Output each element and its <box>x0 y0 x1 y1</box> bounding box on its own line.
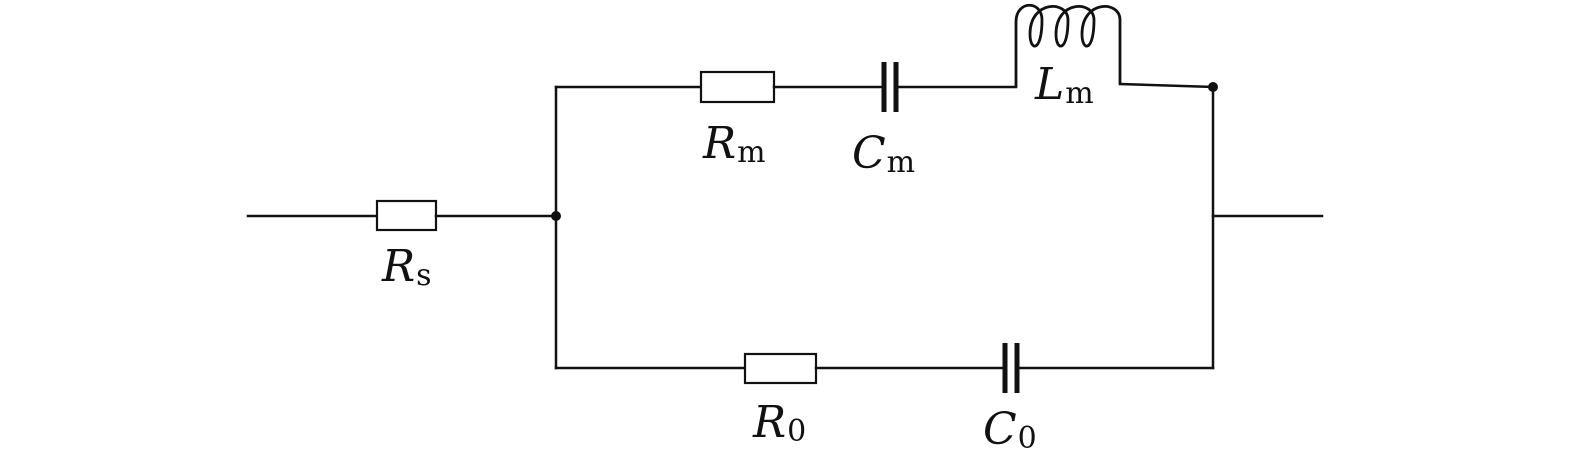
label-c0: C0 <box>983 404 1037 456</box>
resistor-r0 <box>743 352 818 385</box>
upper-branch-wire-4 <box>1118 82 1215 89</box>
resistor-rs <box>375 199 438 232</box>
label-rs: Rs <box>381 241 432 293</box>
label-rm: Rm <box>702 118 766 170</box>
inductor-lm <box>1014 3 1122 87</box>
resistor-rm <box>699 70 776 104</box>
label-r0: R0 <box>752 397 806 449</box>
label-cm: Cm <box>852 128 915 180</box>
label-lm: Lm <box>1034 59 1094 111</box>
